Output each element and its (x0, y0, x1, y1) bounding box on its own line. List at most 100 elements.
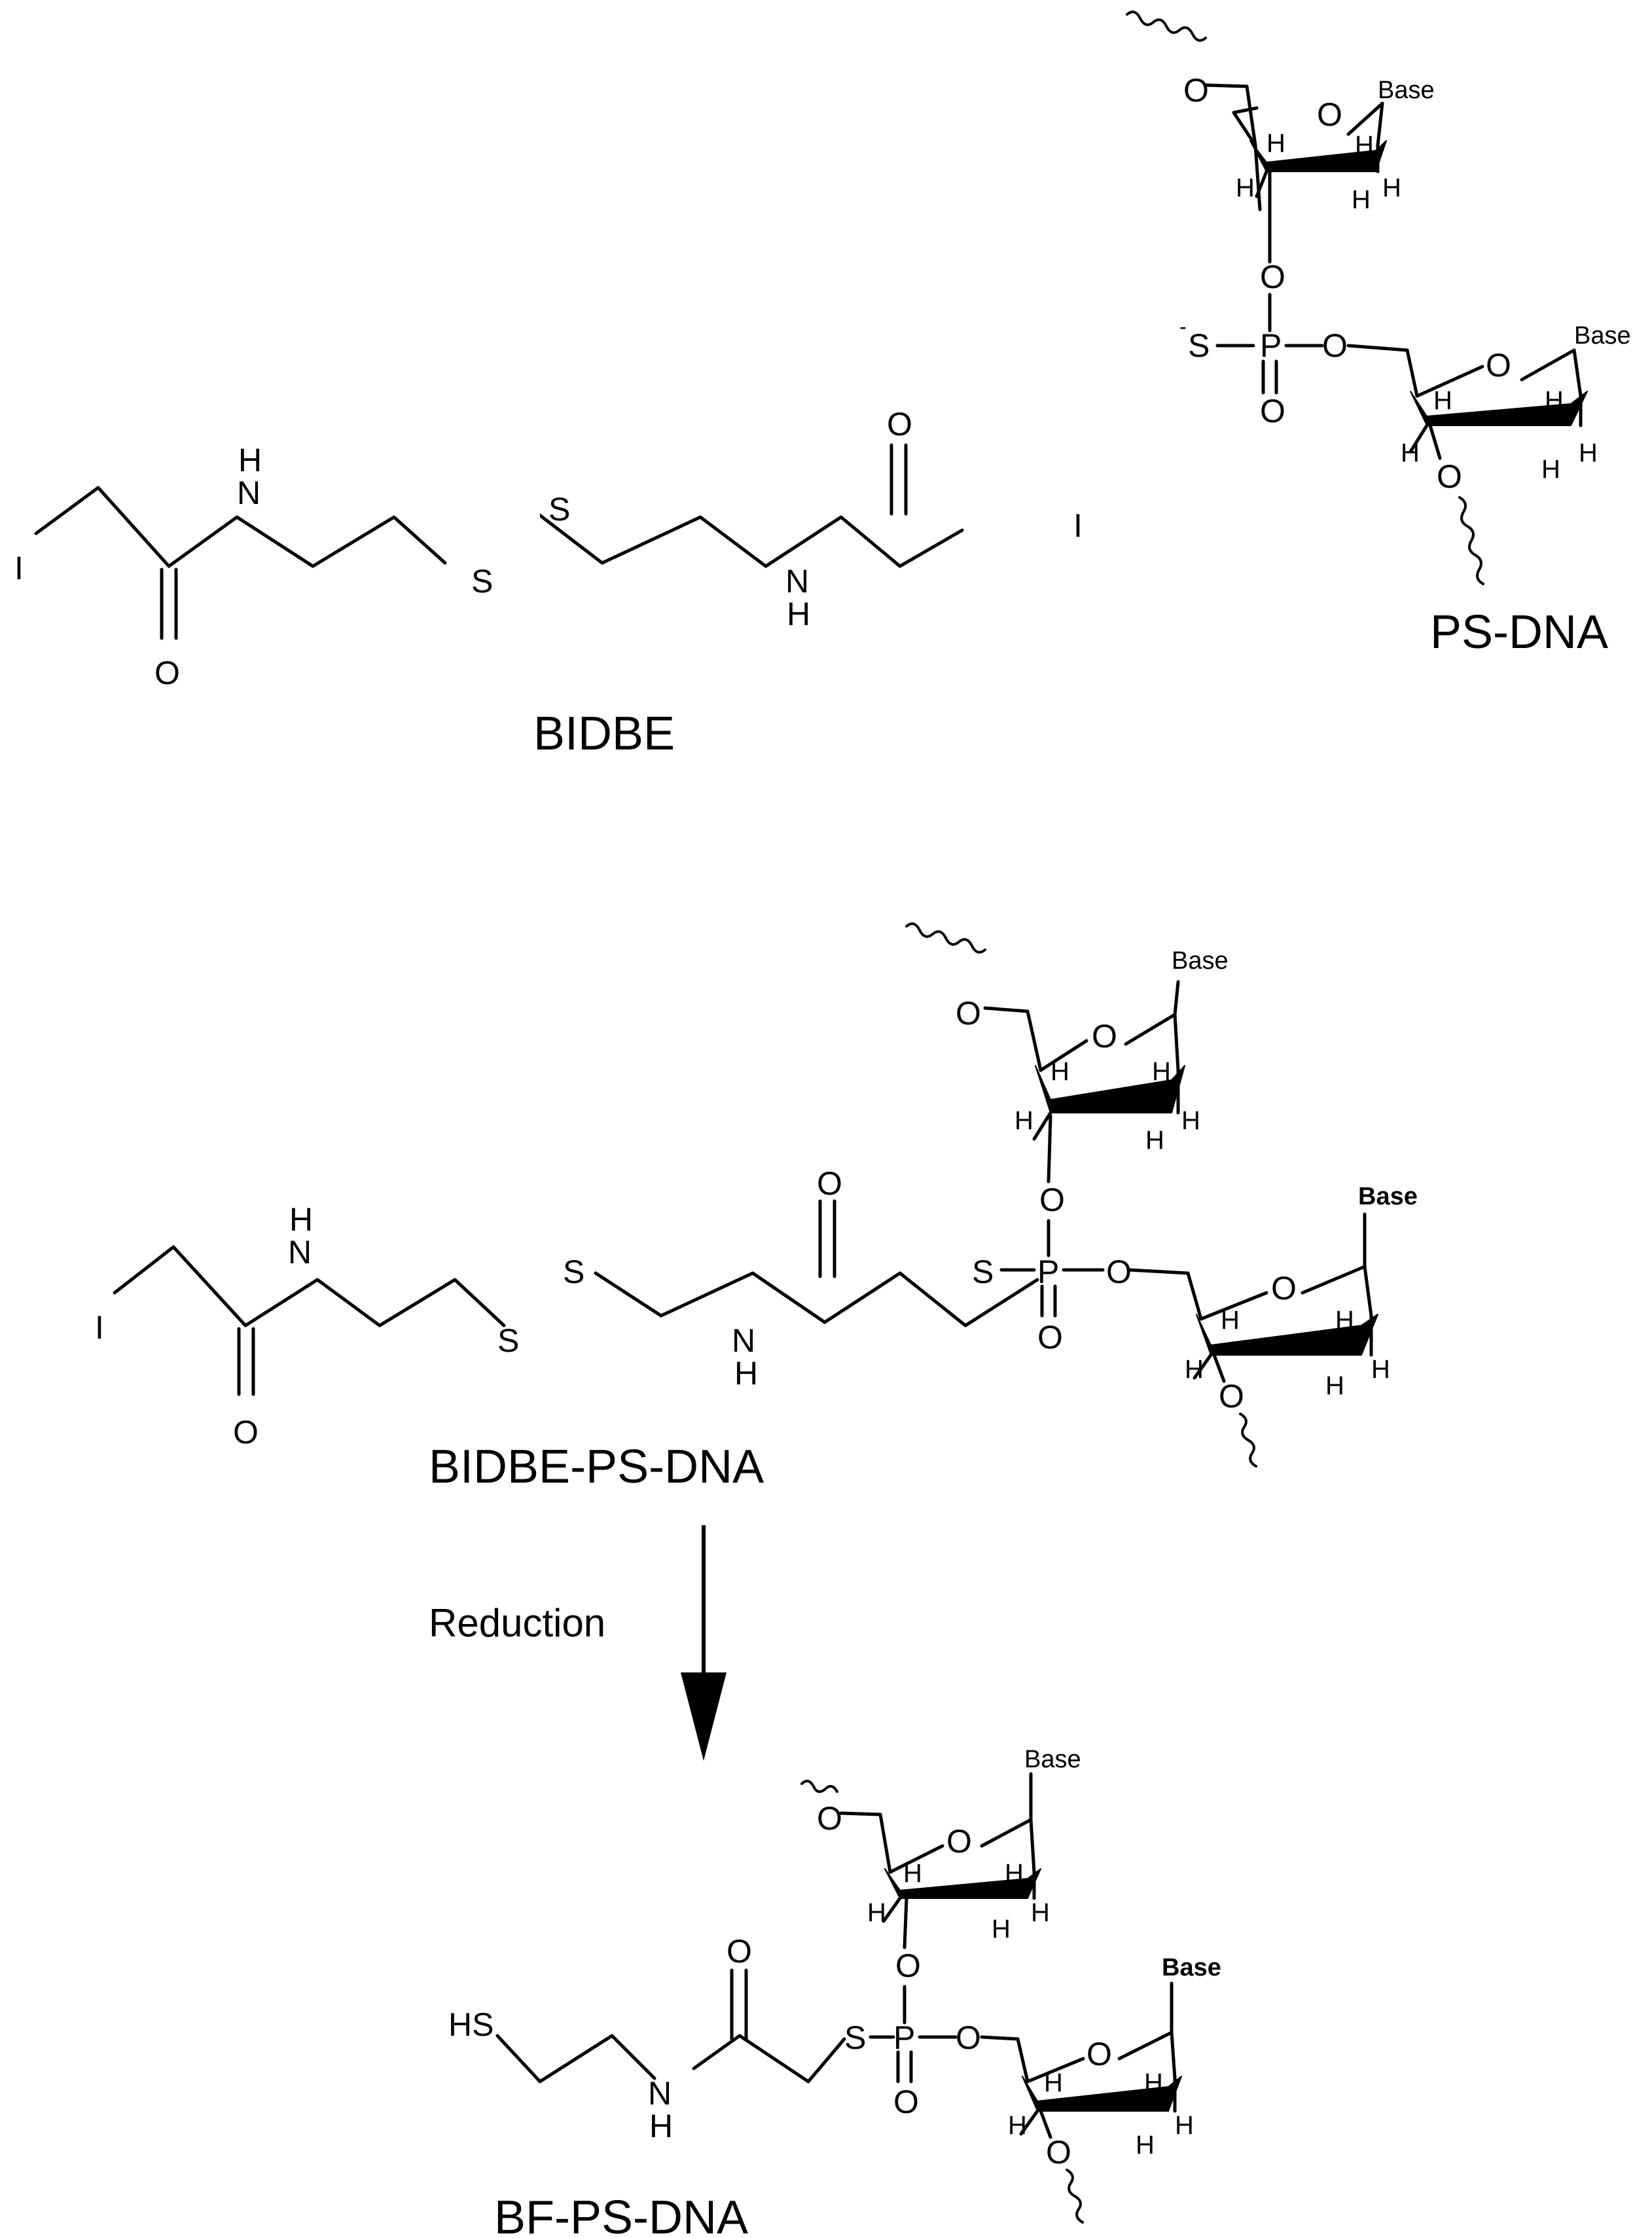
bidbe-ps-dna-oxygen-right: O (817, 1165, 842, 1202)
bidbe-sulfur-right: S (548, 491, 570, 528)
bf-ps-dna-h-upper-3: H (1005, 1859, 1024, 1888)
bf-ps-dna-chain-break-top (800, 1779, 838, 1794)
bidbe-iodine-right: I (1073, 507, 1083, 544)
bf-ps-dna-oxygen-bridge: O (895, 1947, 921, 1984)
bf-ps-dna-oxygen-upper-ring: O (946, 1823, 972, 1860)
bf-ps-dna-thiol: HS (448, 2006, 494, 2043)
bf-ps-dna-molecule: HS N H O S P O O O O O Base H H H H H (448, 1746, 1221, 2224)
bidbe-ps-dna-sulfur-linker: S (972, 1254, 994, 1290)
bf-ps-dna-label: BF-PS-DNA (494, 2192, 748, 2238)
bidbe-ps-dna-hydrogen-right: H (734, 1355, 758, 1392)
bf-ps-dna-base-lower: Base (1162, 1954, 1221, 1981)
bidbe-ps-dna-iodine: I (95, 1309, 104, 1346)
bf-ps-dna-h-lower-2: H (1008, 2111, 1027, 2140)
bidbe-ps-dna-phosphorus: P (1037, 1254, 1059, 1290)
ps-dna-oxygen-lower-5prime: O (1322, 327, 1348, 364)
ps-dna-h-upper-2: H (1236, 173, 1255, 202)
bidbe-ps-dna-h-lower-1: H (1221, 1306, 1240, 1335)
ps-dna-h-upper-4: H (1352, 185, 1371, 214)
bidbe-ps-dna-oxygen-lower-5prime: O (1106, 1254, 1132, 1290)
bidbe-sulfur-left: S (471, 563, 493, 600)
reduction-arrow (681, 1525, 727, 1761)
bf-ps-dna-h-upper-4: H (992, 1915, 1011, 1943)
ps-dna-h-lower-1: H (1433, 386, 1452, 415)
bidbe-ps-dna-nitrogen-left: N (288, 1234, 312, 1271)
bidbe-ps-dna-h-upper-5: H (1181, 1106, 1200, 1135)
bf-ps-dna-h-lower-5: H (1175, 2111, 1194, 2140)
bidbe-ps-dna-nitrogen-right: N (732, 1322, 755, 1359)
bf-ps-dna-h-upper-2: H (867, 1898, 886, 1927)
bidbe-ps-dna-oxygen-double: O (1037, 1319, 1063, 1356)
ps-dna-oxygen-lower-ring: O (1486, 347, 1511, 384)
bidbe-ps-dna-base-lower: Base (1358, 1183, 1418, 1210)
ps-dna-label: PS-DNA (1430, 606, 1608, 659)
bf-ps-dna-h-upper-5: H (1031, 1898, 1050, 1927)
bidbe-ps-dna-molecule: I N H O S S N H O S P O O O O O Base H H… (95, 922, 1418, 1468)
bidbe-nitrogen-left: N (237, 475, 260, 511)
bf-ps-dna-h-upper-1: H (903, 1859, 922, 1888)
bidbe-ps-dna-h-upper-1: H (1050, 1057, 1069, 1086)
bf-ps-dna-sulfur-linker: S (844, 2019, 866, 2056)
ps-dna-phosphorus: P (1260, 327, 1282, 364)
bidbe-ps-dna-chain-break-top (905, 922, 986, 954)
bidbe-ps-dna-h-lower-3: H (1335, 1306, 1354, 1335)
bf-ps-dna-h-lower-1: H (1044, 2068, 1063, 2097)
ps-dna-base-lower: Base (1574, 322, 1631, 350)
ps-dna-base-upper: Base (1378, 77, 1435, 104)
ps-dna-oxygen-double: O (1260, 393, 1285, 429)
bidbe-ps-dna-oxygen-bridge: O (1039, 1182, 1065, 1218)
bidbe-iodine-left: I (14, 550, 24, 587)
bidbe-molecule: I N H O S S N H O I (14, 406, 1083, 691)
bidbe-ps-dna-oxygen-lower-ring: O (1271, 1270, 1297, 1307)
bf-ps-dna-oxygen-3prime: O (1046, 2134, 1071, 2171)
bf-ps-dna-oxygen-double: O (893, 2084, 919, 2120)
bidbe-ps-dna-sulfur-1: S (497, 1322, 519, 1359)
bidbe-ps-dna-hydrogen-left: H (289, 1201, 313, 1238)
bidbe-ps-dna-oxygen-upper-ring: O (1092, 1018, 1117, 1055)
bidbe-nitrogen-right: N (785, 563, 809, 600)
ps-dna-h-lower-5: H (1579, 439, 1598, 467)
ps-dna-h-upper-5: H (1382, 173, 1401, 202)
bidbe-ps-dna-oxygen-upper-5prime: O (956, 995, 981, 1032)
ps-dna-oxygen-bridge: O (1260, 259, 1285, 295)
bf-ps-dna-nitrogen: N (648, 2075, 672, 2112)
bf-ps-dna-h-lower-3: H (1144, 2068, 1163, 2097)
ps-dna-chain-break-top (1126, 10, 1207, 42)
bidbe-ps-dna-base-upper: Base (1172, 947, 1229, 975)
bf-ps-dna-base-upper: Base (1024, 1746, 1081, 1773)
ps-dna-h-lower-4: H (1541, 455, 1560, 484)
reduction-label: Reduction (429, 1601, 605, 1645)
bf-ps-dna-oxygen-upper-5prime: O (817, 1800, 842, 1837)
ps-dna-h-upper-3: H (1355, 131, 1374, 160)
bidbe-ps-dna-oxygen-left: O (233, 1414, 259, 1451)
ps-dna-h-lower-2: H (1401, 439, 1420, 467)
bidbe-ps-dna-h-upper-2: H (1015, 1106, 1033, 1135)
bidbe-ps-dna-chain-break-bottom (1239, 1413, 1257, 1468)
ps-dna-oxygen-upper-5prime: O (1183, 72, 1209, 109)
bidbe-hydrogen-left: H (238, 442, 262, 478)
bf-ps-dna-hydrogen: H (649, 2108, 673, 2144)
bidbe-oxygen-left: O (154, 655, 180, 691)
ps-dna-sulfur-anion: S (1188, 327, 1210, 364)
bidbe-oxygen-right: O (887, 406, 912, 442)
bidbe-ps-dna-label: BIDBE-PS-DNA (429, 1441, 764, 1493)
bidbe-ps-dna-h-lower-2: H (1185, 1355, 1204, 1384)
ps-dna-chain-break-bottom (1458, 496, 1484, 585)
bidbe-ps-dna-h-upper-3: H (1152, 1057, 1171, 1086)
bidbe-ps-dna-h-lower-4: H (1325, 1371, 1344, 1400)
ps-dna-minus-charge: - (1179, 315, 1187, 338)
ps-dna-oxygen-upper-ring: O (1317, 96, 1342, 133)
bidbe-ps-dna-h-lower-5: H (1371, 1355, 1390, 1384)
ps-dna-molecule: O O Base H H H H H O P O - S O O Base H … (1126, 10, 1631, 585)
bf-ps-dna-oxygen-carbonyl: O (727, 1933, 752, 1970)
bidbe-ps-dna-h-upper-4: H (1145, 1126, 1164, 1155)
bidbe-ps-dna-oxygen-3prime: O (1219, 1378, 1244, 1415)
bidbe-ps-dna-sulfur-2: S (563, 1254, 584, 1290)
bidbe-hydrogen-right: H (787, 596, 810, 632)
ps-dna-oxygen-3prime: O (1437, 458, 1462, 495)
bf-ps-dna-h-lower-4: H (1136, 2131, 1155, 2159)
bidbe-label: BIDBE (533, 708, 675, 760)
bf-ps-dna-oxygen-lower-5prime: O (956, 2019, 981, 2056)
bf-ps-dna-phosphorus: P (893, 2019, 915, 2056)
